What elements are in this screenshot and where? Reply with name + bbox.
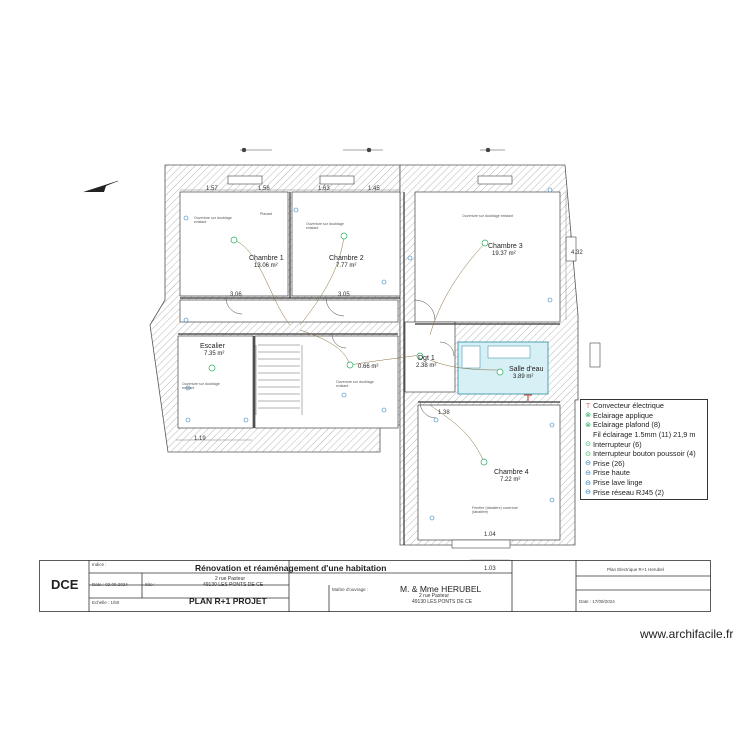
legend-item: ⊖ Prise réseau RJ45 (2)	[583, 487, 705, 497]
legend-label: Prise lave linge	[593, 478, 643, 488]
legend-item: ⊗ Eclairage applique	[583, 411, 705, 421]
legend-item: ⊙ Interrupteur bouton poussoir (4)	[583, 449, 705, 459]
switch-icon: ⊙	[585, 441, 591, 449]
title-block: DCE Indice : Date : 02.09.2024 Site : Ec…	[39, 560, 711, 612]
sheet-date: Date : 17/09/2024	[579, 599, 615, 604]
project-title: Rénovation et réaménagement d'une habita…	[195, 563, 387, 573]
room-area: 7.77 m²	[336, 263, 357, 269]
owner-name: M. & Mme HERUBEL	[400, 584, 482, 594]
washer-socket-icon: ⊖	[585, 479, 591, 487]
owner-address-line-2: 49130 LES PONTS DE CE	[412, 599, 473, 605]
dimension-label: 4.32	[571, 250, 583, 256]
date-label: Date : 02.09.2024	[92, 582, 128, 587]
dimension-label: 1.03	[484, 566, 496, 572]
room-area: 19.37 m²	[492, 251, 516, 257]
room-area: 2.38 m²	[416, 363, 437, 369]
room-name: Chambre 3	[488, 243, 523, 250]
plan-title: PLAN R+1 PROJET	[189, 596, 267, 606]
legend-item: Fil éclairage 1.5mm (11) 21,9 m	[583, 430, 705, 440]
room-name: Salle d'eau	[509, 366, 544, 373]
site-address-line-2: 49130 LES PONTS DE CE	[203, 582, 264, 588]
lighting-wires	[233, 235, 501, 463]
dimension-label: 1.56	[258, 186, 270, 192]
staircase	[255, 344, 303, 415]
indice-label: Indice :	[92, 562, 107, 567]
legend-label: Convecteur électrique	[593, 401, 664, 411]
room-area: 3.89 m²	[513, 374, 534, 380]
watermark: www.archifacile.fr	[640, 627, 734, 641]
dimension-label: 3.06	[230, 292, 242, 298]
title-block-grid	[39, 560, 711, 612]
annotation-note: Ouverture sur doublage existant	[462, 214, 514, 218]
annotation-note: Ouverture sur doublage existant	[182, 382, 220, 390]
legend: ⊤ Convecteur électrique ⊗ Eclairage appl…	[580, 399, 708, 500]
convector-symbols	[524, 394, 532, 401]
scale-label: Echelle : 1/50	[92, 600, 120, 605]
room-name: Escalier	[200, 343, 225, 350]
section-markers	[240, 147, 505, 153]
high-socket-icon: ⊖	[585, 469, 591, 477]
site-label: Site :	[145, 582, 156, 587]
dimension-label: 1.45	[368, 186, 380, 192]
socket-symbols	[183, 187, 555, 521]
windows	[227, 175, 601, 549]
room-name: Chambre 2	[329, 255, 364, 262]
sheet-title: Plan Electrique R+1 Herubel	[607, 567, 664, 572]
legend-label: Interrupteur bouton poussoir (4)	[593, 449, 696, 459]
annotation-note: Placard	[260, 212, 273, 216]
dimension-label: 1.38	[438, 410, 450, 416]
room-floors	[177, 191, 561, 541]
partitions	[178, 192, 560, 545]
site-address-line-1: 2 rue Pasteur	[215, 576, 246, 582]
socket-icon: ⊖	[585, 460, 591, 468]
owner-label: Maître d'ouvrage :	[332, 587, 369, 592]
annotation-note: Ouverture sur doublage existant	[336, 380, 374, 388]
room-area: 7.35 m²	[204, 351, 225, 357]
room-area: 7.22 m²	[500, 477, 521, 483]
dimension-label: 1.19	[194, 436, 206, 442]
legend-label: Prise (26)	[593, 458, 625, 468]
room-area: 13.06 m²	[254, 263, 278, 269]
legend-label: Prise haute	[593, 468, 630, 478]
owner-address-line-1: 2 rue Pasteur	[419, 593, 450, 599]
legend-label: Eclairage applique	[593, 410, 654, 420]
dimension-lines	[176, 189, 567, 561]
legend-item: ⊖ Prise haute	[583, 468, 705, 478]
bathroom	[457, 341, 549, 395]
legend-item: ⊖ Prise (26)	[583, 459, 705, 469]
wall-light-icon: ⊗	[585, 412, 591, 420]
legend-item: ⊗ Eclairage plafond (8)	[583, 420, 705, 430]
legend-label: Fil éclairage 1.5mm (11) 21,9 m	[593, 430, 696, 440]
legend-label: Prise réseau RJ45 (2)	[593, 487, 664, 497]
network-socket-icon: ⊖	[585, 489, 591, 497]
dimension-label: 1.04	[484, 532, 496, 538]
legend-item: ⊖ Prise lave linge	[583, 478, 705, 488]
ceiling-light-icon: ⊗	[585, 421, 591, 429]
room-name: Dgt 1	[418, 355, 435, 362]
north-arrow-icon	[83, 180, 119, 193]
legend-item: ⊤ Convecteur électrique	[583, 401, 705, 411]
annotation-note: Ouverture sur doublage existant	[306, 222, 344, 230]
dimension-label: 1.57	[206, 186, 218, 192]
dimension-label: 3.05	[338, 292, 350, 298]
ceiling-light-symbols	[208, 232, 504, 466]
annotation-note: Ouverture sur doublage existant	[194, 216, 232, 224]
push-switch-icon: ⊙	[585, 450, 591, 458]
dimension-label: 1.63	[318, 186, 330, 192]
doors	[225, 297, 455, 419]
legend-label: Eclairage plafond (8)	[593, 420, 661, 430]
annotation-note: Fenêtre (tabatière) ouverture (tabatière…	[472, 506, 518, 514]
legend-label: Interrupteur (6)	[593, 439, 642, 449]
convector-icon: ⊤	[584, 402, 592, 410]
room-area: 0.66 m²	[358, 364, 379, 370]
phase-label: DCE	[51, 577, 79, 592]
room-name: Chambre 4	[494, 469, 529, 476]
legend-item: ⊙ Interrupteur (6)	[583, 439, 705, 449]
room-name: Chambre 1	[249, 255, 284, 262]
